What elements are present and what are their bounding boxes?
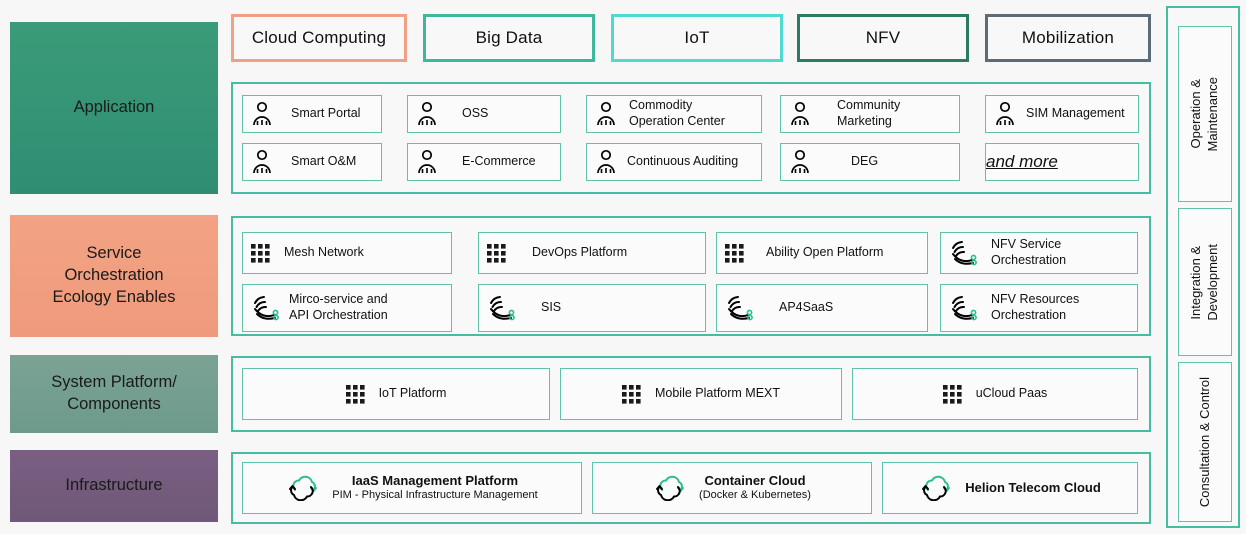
swoosh-icon	[487, 295, 515, 321]
grid-icon	[942, 384, 962, 404]
item-sublabel: PIM - Physical Infrastructure Management	[332, 489, 538, 502]
item-label: NFV Resources Orchestration	[991, 292, 1080, 322]
item-card[interactable]: AP4SaaS	[716, 284, 928, 332]
grid-icon	[621, 384, 641, 404]
item-card[interactable]: uCloud Paas	[852, 368, 1138, 420]
layer-label-infrastructure: Infrastructure	[10, 450, 218, 522]
category-chip[interactable]: Cloud Computing	[231, 14, 407, 62]
item-label: Container Cloud	[704, 473, 806, 488]
person-icon	[416, 149, 440, 175]
person-icon	[789, 149, 813, 175]
person-icon	[789, 101, 813, 127]
person-icon	[251, 101, 275, 127]
swoosh-icon	[949, 295, 977, 321]
item-label: Mobile Platform MEXT	[654, 386, 781, 401]
layer-label-text: Infrastructure	[65, 476, 163, 495]
person-icon	[251, 149, 275, 175]
grid-icon	[725, 243, 744, 263]
item-card[interactable]: NFV Resources Orchestration	[940, 284, 1138, 332]
item-label: SIM Management	[1026, 106, 1125, 121]
layer-label-application: Application	[10, 22, 218, 194]
category-label: Big Data	[475, 28, 543, 47]
item-card[interactable]: SIM Management	[985, 95, 1139, 133]
item-label: DevOps Platform	[532, 245, 628, 260]
item-label: E-Commerce	[462, 154, 536, 169]
item-card[interactable]: Smart Portal	[242, 95, 382, 133]
item-label: Ability Open Platform	[766, 245, 884, 260]
item-card[interactable]: Continuous Auditing	[586, 143, 762, 181]
category-chip[interactable]: Big Data	[423, 14, 595, 62]
item-label: Community Marketing	[837, 98, 901, 128]
swoosh-icon	[251, 295, 279, 321]
item-label: uCloud Paas	[975, 386, 1048, 401]
item-label: SIS	[541, 300, 562, 315]
item-label: Continuous Auditing	[627, 154, 739, 169]
sidebar-item-label: Consultation & Control	[1196, 376, 1212, 508]
sidebar-item[interactable]: Operation & Maintenance	[1178, 26, 1232, 202]
item-label: Smart Portal	[291, 106, 361, 121]
swoosh-icon	[725, 295, 753, 321]
grid-icon	[251, 243, 270, 263]
item-label: Mirco-service and API Orchestration	[289, 292, 388, 322]
item-card[interactable]: Mirco-service and API Orchestration	[242, 284, 452, 332]
layer-label-text: Application	[73, 98, 155, 117]
item-card[interactable]: Container Cloud(Docker & Kubernetes)	[592, 462, 872, 514]
item-card[interactable]: Community Marketing	[780, 95, 960, 133]
item-card[interactable]: DEG	[780, 143, 960, 181]
item-card[interactable]: Ability Open Platform	[716, 232, 928, 274]
sidebar-item[interactable]: Consultation & Control	[1178, 362, 1232, 522]
item-label: NFV Service Orchestration	[991, 237, 1067, 267]
item-card[interactable]: Mesh Network	[242, 232, 452, 274]
item-card[interactable]: DevOps Platform	[478, 232, 706, 274]
item-card[interactable]: SIS	[478, 284, 706, 332]
category-label: IoT	[684, 28, 710, 47]
grid-icon	[487, 243, 506, 263]
swoosh-icon	[949, 240, 977, 266]
item-label: Helion Telecom Cloud	[965, 479, 1101, 495]
item-label: AP4SaaS	[779, 300, 834, 315]
category-label: Cloud Computing	[251, 28, 387, 47]
category-chip[interactable]: IoT	[611, 14, 783, 62]
item-label: IoT Platform	[378, 386, 447, 401]
category-chip[interactable]: NFV	[797, 14, 969, 62]
person-icon	[595, 101, 619, 127]
item-label: IaaS Management Platform	[351, 473, 519, 488]
sidebar-item-label: Integration & Development	[1188, 243, 1220, 321]
person-icon	[994, 101, 1018, 127]
and-more-label: and more	[986, 152, 1058, 172]
item-card[interactable]: Smart O&M	[242, 143, 382, 181]
cloud-icon	[919, 475, 953, 501]
category-label: NFV	[865, 28, 901, 47]
item-card[interactable]: Mobile Platform MEXT	[560, 368, 842, 420]
item-sublabel: (Docker & Kubernetes)	[699, 489, 811, 502]
layer-label-service-orchestration: Service Orchestration Ecology Enables	[10, 215, 218, 337]
person-icon	[416, 101, 440, 127]
item-label: OSS	[462, 106, 489, 121]
cloud-icon	[653, 475, 687, 501]
item-card[interactable]: Helion Telecom Cloud	[882, 462, 1138, 514]
layer-label-text: System Platform/ Components	[51, 373, 177, 413]
item-card[interactable]: E-Commerce	[407, 143, 561, 181]
item-card[interactable]: and more	[985, 143, 1139, 181]
category-chip[interactable]: Mobilization	[985, 14, 1151, 62]
layer-label-text: Service Orchestration Ecology Enables	[52, 244, 176, 306]
sidebar-item-label: Operation & Maintenance	[1188, 76, 1220, 152]
item-card[interactable]: Commodity Operation Center	[586, 95, 762, 133]
item-card[interactable]: IoT Platform	[242, 368, 550, 420]
item-label: Smart O&M	[291, 154, 357, 169]
sidebar-item[interactable]: Integration & Development	[1178, 208, 1232, 356]
item-label: Mesh Network	[284, 245, 364, 260]
category-label: Mobilization	[1021, 28, 1115, 47]
person-icon	[595, 149, 619, 175]
grid-icon	[345, 384, 365, 404]
cloud-icon	[286, 475, 320, 501]
item-label: Commodity Operation Center	[629, 98, 725, 128]
item-card[interactable]: NFV Service Orchestration	[940, 232, 1138, 274]
layer-label-system-platform: System Platform/ Components	[10, 355, 218, 433]
item-card[interactable]: OSS	[407, 95, 561, 133]
item-label: DEG	[851, 154, 879, 169]
